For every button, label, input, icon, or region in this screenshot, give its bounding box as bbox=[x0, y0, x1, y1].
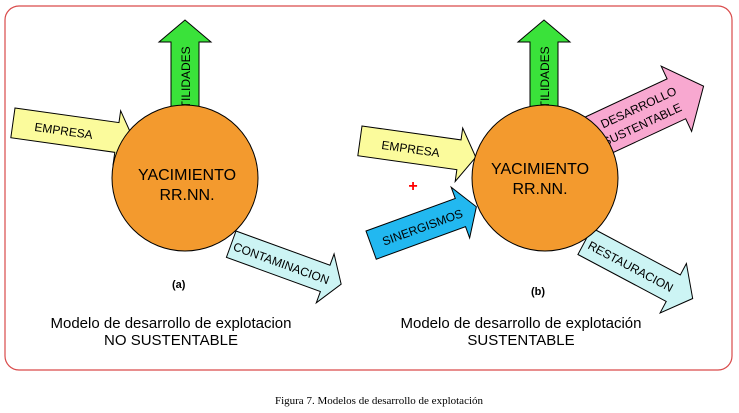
arrow-desarrollo-b-shape bbox=[580, 65, 705, 160]
panel-b: UTILIDADES DESARROLLO SUSTENTABLE EMPRES… bbox=[357, 19, 705, 349]
arrow-sinergismos-b-shape bbox=[365, 185, 477, 260]
diagram-frame bbox=[4, 5, 733, 371]
figure-caption: Figura 7. Modelos de desarrollo de explo… bbox=[275, 395, 484, 407]
arrow-contaminacion-a: CONTAMINACION bbox=[225, 230, 342, 305]
panel-a-label: (a) bbox=[172, 279, 186, 291]
core-circle-b bbox=[471, 104, 619, 252]
panel-a: UTILIDADES EMPRESA CONTAMINACION YACIMIE… bbox=[10, 19, 342, 349]
arrow-contaminacion-a-shape bbox=[225, 230, 342, 305]
core-label-b-line2: RR.NN. bbox=[512, 181, 567, 198]
caption-a-line1: Modelo de desarrollo de explotacion bbox=[51, 315, 292, 332]
arrow-utilidades-b-label: UTILIDADES bbox=[538, 46, 552, 117]
plus-sign: + bbox=[408, 178, 417, 195]
arrow-empresa-b-shape bbox=[357, 125, 477, 184]
arrow-utilidades-a: UTILIDADES bbox=[157, 19, 213, 119]
arrow-utilidades-b: UTILIDADES bbox=[516, 19, 572, 119]
arrow-restauracion-b-shape bbox=[577, 227, 694, 314]
core-circle-a bbox=[111, 104, 259, 252]
caption-b-line2: SUSTENTABLE bbox=[467, 332, 574, 349]
core-label-a-line1: YACIMIENTO bbox=[138, 167, 236, 184]
caption-b-line1: Modelo de desarrollo de explotación bbox=[401, 315, 642, 332]
arrow-empresa-a: EMPRESA bbox=[10, 107, 135, 166]
panel-b-label: (b) bbox=[531, 286, 545, 298]
caption-a-line2: NO SUSTENTABLE bbox=[104, 332, 238, 349]
arrow-utilidades-a-label: UTILIDADES bbox=[179, 46, 193, 117]
core-label-b-line1: YACIMIENTO bbox=[491, 161, 589, 178]
arrow-utilidades-a-shape bbox=[157, 19, 213, 119]
core-label-a-line2: RR.NN. bbox=[159, 187, 214, 204]
arrow-empresa-b: EMPRESA bbox=[357, 125, 477, 184]
arrow-utilidades-b-shape bbox=[516, 19, 572, 119]
arrow-sinergismos-b: SINERGISMOS bbox=[365, 185, 477, 260]
